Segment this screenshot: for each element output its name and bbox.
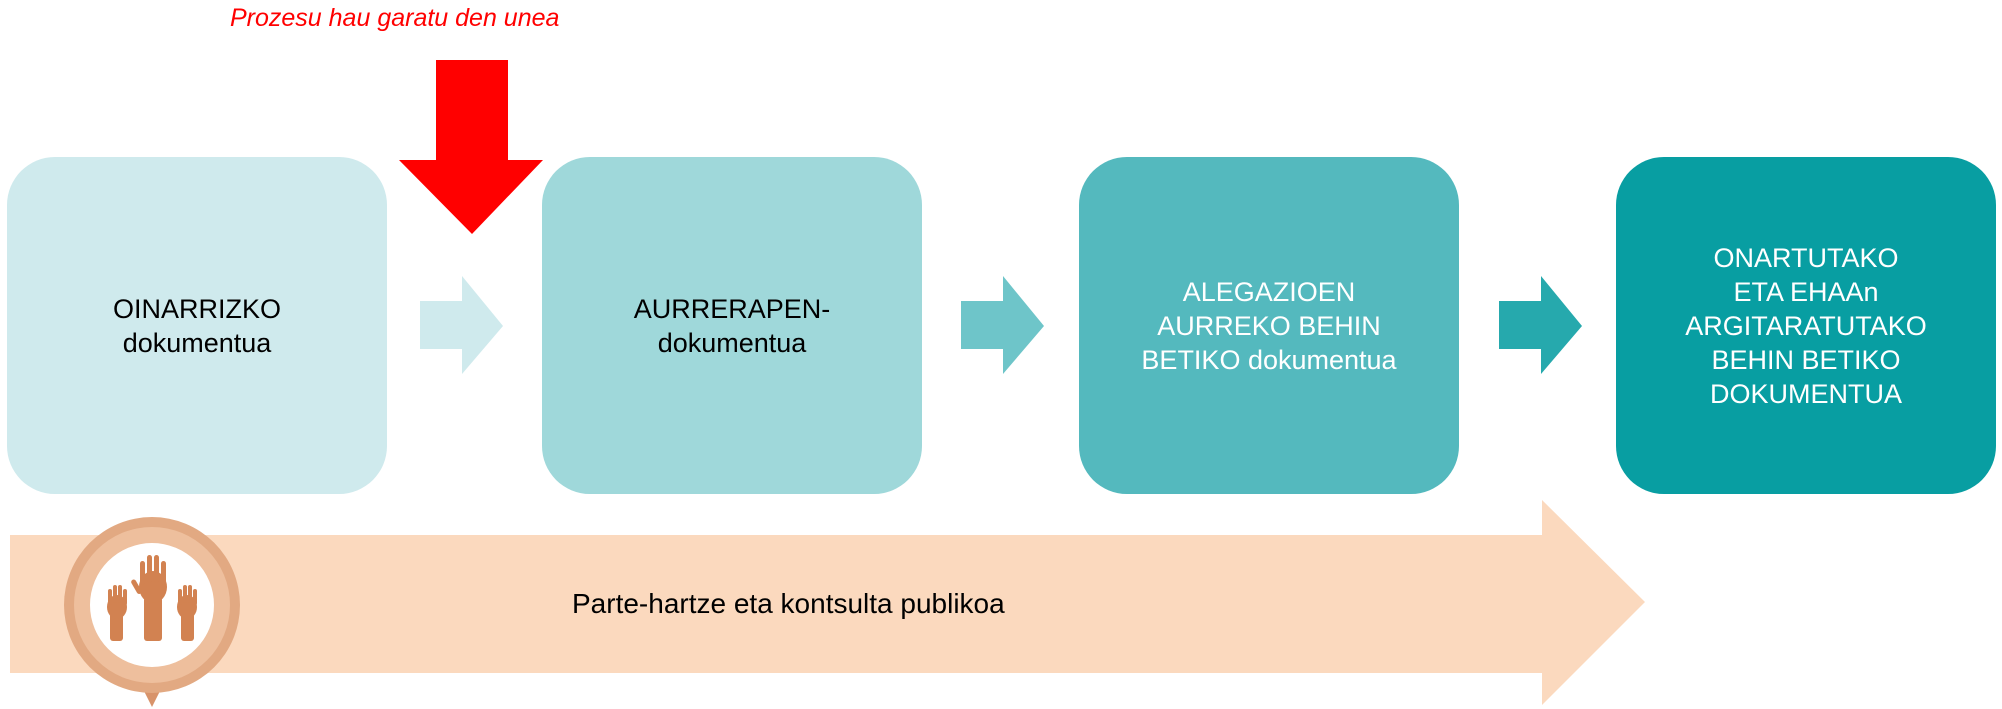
- stage-basic-document: OINARRIZKO dokumentua: [7, 157, 387, 494]
- stage-progress-document: AURRERAPEN- dokumentua: [542, 157, 922, 494]
- step-arrow-icon: [1499, 276, 1582, 374]
- participation-band: [10, 500, 1645, 705]
- stage-label: OINARRIZKO dokumentua: [112, 293, 281, 358]
- raised-hands-icon: [64, 517, 240, 707]
- step-arrow-icon: [420, 276, 503, 374]
- stage-label: ALEGAZIOEN AURREKO BEHIN BETIKO dokument…: [1141, 276, 1397, 375]
- current-stage-arrow-icon: [399, 60, 543, 234]
- stage-label: AURRERAPEN- dokumentua: [633, 293, 831, 358]
- participation-label: Parte-hartze eta kontsulta publikoa: [572, 588, 1005, 619]
- stage-pre-allegation-document: ALEGAZIOEN AURREKO BEHIN BETIKO dokument…: [1079, 157, 1459, 494]
- stage-final-published-document: ONARTUTAKO ETA EHAAn ARGITARATUTAKO BEHI…: [1616, 157, 1996, 494]
- current-stage-caption: Prozesu hau garatu den unea: [230, 4, 560, 32]
- step-arrow-icon: [961, 276, 1044, 374]
- stage-label: ONARTUTAKO ETA EHAAn ARGITARATUTAKO BEHI…: [1685, 242, 1927, 409]
